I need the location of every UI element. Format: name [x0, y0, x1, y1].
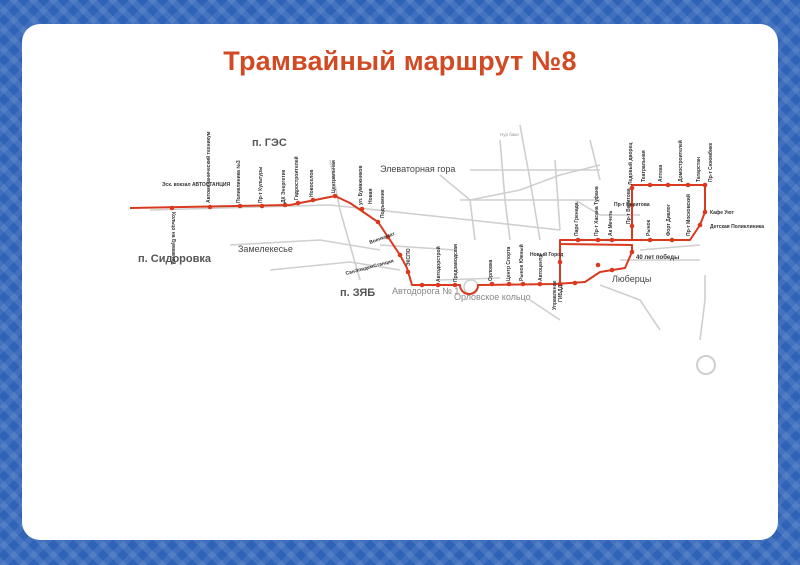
- stop-label: Рынок Южный: [518, 244, 525, 281]
- label-avtodoroga: Автодорога № 1: [392, 286, 459, 296]
- stop-marker: [629, 249, 635, 255]
- stop-marker: [385, 234, 391, 240]
- stop-label: ДК Энергетик: [281, 169, 287, 203]
- stop-label: Гидростроителей: [293, 156, 300, 200]
- label-nur-baki: Нур баки: [500, 132, 519, 137]
- stop-label: Пр-т Культуры: [258, 167, 264, 203]
- stop-marker: [595, 237, 601, 243]
- stop-marker: [332, 193, 338, 199]
- stop-label: Парк Гренада: [574, 202, 580, 236]
- district-elevator: Элеваторная гора: [380, 164, 455, 174]
- stop-label: Театральная: [641, 150, 647, 182]
- stop-marker: [435, 282, 441, 288]
- stop-label: Пр-т Хасана Туфана: [593, 186, 600, 236]
- stop-label: Центр Спорта: [506, 246, 512, 281]
- stop-marker: [669, 237, 675, 243]
- stop-marker: [609, 267, 615, 273]
- stop-marker: [295, 200, 301, 206]
- district-sidorovka: п. Сидоровка: [138, 253, 212, 265]
- stop-label: Кольцо на Бумажной: [170, 212, 177, 264]
- district-zamelekesye: Замелекесье: [238, 244, 293, 254]
- stop-marker: [405, 269, 411, 275]
- stop-label: Пр-т Вахитова: [614, 202, 650, 208]
- label-lyubertsy: Люберцы: [612, 274, 651, 284]
- stop-marker: [537, 281, 543, 287]
- stop-label: ГИБДД: [558, 284, 564, 302]
- stop-label: Центральная: [331, 160, 337, 193]
- stop-marker: [169, 205, 175, 211]
- stop-marker: [702, 182, 708, 188]
- stop-label: Предзаводская: [453, 244, 459, 282]
- stop-label: Автомеханический техникум: [205, 131, 212, 203]
- stop-marker: [595, 262, 601, 268]
- stop-marker: [310, 197, 316, 203]
- label-bus-station: Эск. вокзал АВТОСТАНЦИЯ: [162, 182, 230, 188]
- stop-marker: [207, 204, 213, 210]
- street-network: [149, 124, 706, 341]
- stop-label: Управление: [552, 280, 558, 310]
- stop-label: Подъемник: [380, 189, 386, 218]
- stop-marker: [282, 202, 288, 208]
- district-zyab: п. ЗЯБ: [340, 287, 375, 299]
- stop-label: Орловка: [488, 259, 494, 281]
- stop-label: Кафе Уют: [710, 209, 734, 216]
- stop-marker: [259, 203, 265, 209]
- stop-label: Автоцентр: [538, 255, 544, 281]
- stop-marker: [489, 281, 495, 287]
- stop-marker: [609, 237, 615, 243]
- stop-label: Детская Поликлиника: [710, 224, 764, 230]
- stop-marker: [665, 182, 671, 188]
- stop-label: Рынок: [646, 219, 652, 236]
- stop-label: Форт Диалог: [666, 204, 672, 236]
- stop-marker: [647, 237, 653, 243]
- stop-marker: [506, 281, 512, 287]
- stop-label: Новый Город: [530, 251, 564, 258]
- stop-marker: [702, 209, 708, 215]
- label-40-let: 40 лет победы: [636, 254, 679, 261]
- route-stops: [169, 182, 708, 288]
- stop-label: ул. Бумажников: [358, 165, 364, 205]
- stop-label: Домостроителей: [677, 140, 684, 182]
- stop-label: Новоселов: [309, 170, 315, 197]
- stop-marker: [575, 237, 581, 243]
- label-orlovskoe: Орловское кольцо: [454, 292, 531, 302]
- stop-marker: [375, 219, 381, 225]
- stop-marker: [685, 182, 691, 188]
- stop-marker: [452, 282, 458, 288]
- stop-marker: [359, 206, 365, 212]
- page-title: Трамвайный маршрут №8: [223, 46, 577, 76]
- stop-labels-left: Кольцо на Бумажной Автомеханический техни…: [170, 131, 558, 310]
- stop-label: Пр-т Сююмбике: [707, 142, 714, 182]
- stop-marker: [520, 281, 526, 287]
- stop-marker: [557, 281, 563, 287]
- stop-marker: [647, 182, 653, 188]
- stop-marker: [697, 222, 703, 228]
- stop-marker: [397, 252, 403, 258]
- stop-marker: [629, 202, 635, 208]
- district-ges: п. ГЭС: [252, 137, 287, 149]
- stop-label: Татарстан: [696, 157, 702, 182]
- stop-marker: [237, 203, 243, 209]
- stop-marker: [572, 280, 578, 286]
- stop-marker: [629, 185, 635, 191]
- stop-label: Пр-т Московский: [685, 194, 692, 236]
- stop-label: Ак Мечеть: [608, 211, 614, 236]
- map-card: [22, 24, 778, 540]
- stop-marker: [419, 282, 425, 288]
- stop-label: ЭКСПО: [406, 248, 412, 266]
- stop-label: Аптека: [658, 165, 664, 182]
- stop-label: Пр-т Вахитова: [626, 188, 632, 224]
- stop-label: Автодорстрой: [435, 246, 442, 282]
- stop-label: Ледовый дворец: [627, 142, 634, 185]
- stop-marker: [629, 223, 635, 229]
- roundabout-se: [696, 355, 716, 375]
- stop-marker: [557, 259, 563, 265]
- stop-label: Новая: [368, 189, 374, 204]
- stop-label: Поликлиника №3: [236, 160, 242, 203]
